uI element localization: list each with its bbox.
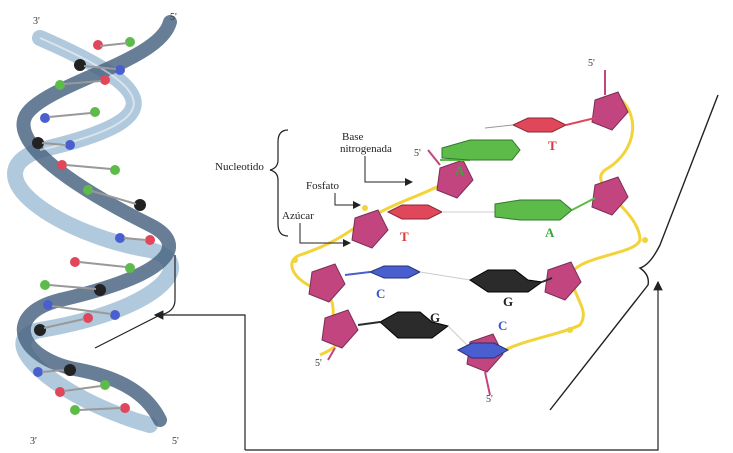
base-pair-3: C G (345, 266, 552, 309)
helix-3prime-top-label: 3' (33, 16, 40, 27)
detail-5prime-bottom-label: 5' (486, 394, 493, 405)
sugar-label: Azúcar (282, 210, 314, 222)
right-backbone (495, 95, 640, 355)
cytosine-base (370, 266, 420, 278)
helix-rung (93, 37, 135, 50)
sugar-pentagon (352, 210, 388, 248)
base-pair-3-right-letter: G (503, 294, 513, 309)
nucleotide-label: Nucleotido (215, 161, 264, 173)
helix-rung (70, 257, 135, 273)
adenine-base (495, 200, 572, 220)
adenine-base (442, 140, 520, 160)
helix-3prime-bottom-label: 3' (30, 436, 37, 447)
guanine-base (470, 270, 542, 292)
base-pair-4-left-letter: G (430, 310, 440, 325)
detail-5prime-bottom-left-label: 5' (315, 358, 322, 369)
thymine-base (388, 205, 442, 219)
base-pair-2-left-letter: T (400, 229, 409, 244)
helix-5prime-top-label: 5' (170, 12, 177, 23)
detail-5prime-top-label: 5' (588, 58, 595, 69)
base-pair-4-right-letter: C (498, 318, 507, 333)
double-helix: 3' 5' 3' 5' (15, 12, 179, 447)
detailed-structure: A T T A C G G C (292, 58, 718, 410)
nitrogen-base-label-line1: Base (342, 131, 364, 143)
base-pair-2-right-letter: A (545, 225, 555, 240)
detail-section-bracket (550, 95, 718, 410)
nitrogen-base-label-line2: nitrogenada (340, 143, 392, 155)
thymine-base (513, 118, 566, 132)
base-pair-1-left-letter: A (455, 163, 465, 178)
base-pair-4: G C (358, 310, 508, 358)
sugar-pentagon (309, 264, 345, 302)
base-pair-3-left-letter: C (376, 286, 385, 301)
helix-rung (40, 107, 100, 123)
helix-5prime-bottom-label: 5' (172, 436, 179, 447)
phosphate-label: Fosfato (306, 180, 340, 192)
base-pair-1: A T (440, 118, 595, 178)
detail-5prime-left-label: 5' (414, 148, 421, 159)
base-pair-1-right-letter: T (548, 138, 557, 153)
base-pair-2: T A (388, 198, 595, 244)
